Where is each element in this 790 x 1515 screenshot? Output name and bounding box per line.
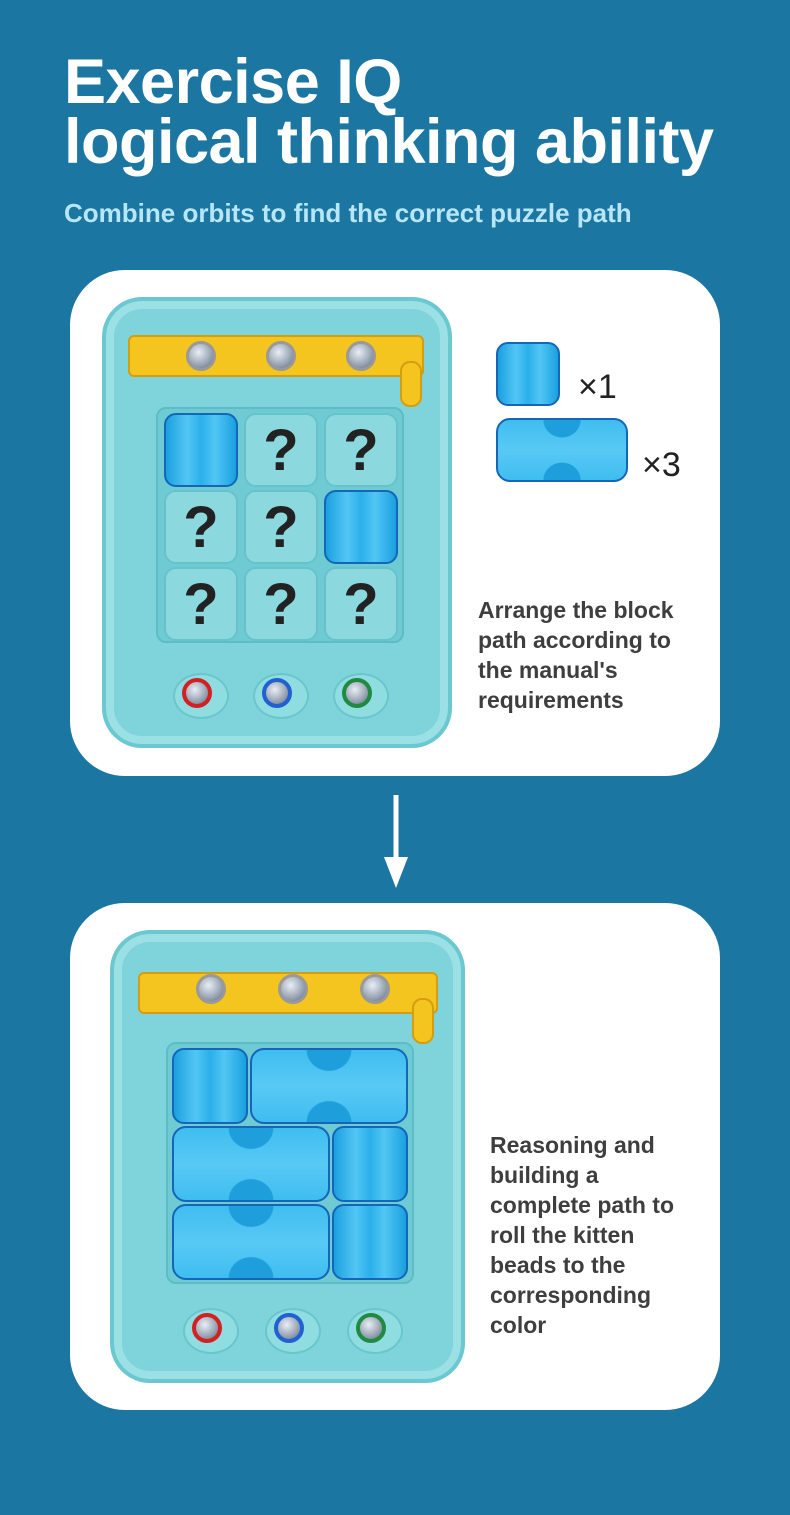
goal-bead: [192, 1313, 222, 1343]
puzzle-grid: ???????: [156, 407, 404, 643]
rail-end: [412, 998, 434, 1044]
legend-straight-block-icon: [496, 342, 560, 406]
puzzle-board: ???????: [102, 297, 452, 748]
cross-block[interactable]: [172, 1204, 330, 1280]
question-cell[interactable]: ?: [244, 413, 318, 487]
question-cell[interactable]: ?: [244, 567, 318, 641]
straight-block[interactable]: [172, 1048, 248, 1124]
cross-block[interactable]: [250, 1048, 408, 1124]
arrow-down-icon: [384, 795, 408, 888]
title-line-1: Exercise IQ: [64, 47, 402, 117]
goal-bead: [274, 1313, 304, 1343]
puzzle-grid: [166, 1042, 414, 1284]
kitten-bead: [196, 974, 226, 1004]
kitten-bead: [346, 341, 376, 371]
question-cell[interactable]: ?: [324, 567, 398, 641]
legend-count: ×3: [642, 446, 681, 484]
cross-block[interactable]: [172, 1126, 330, 1202]
goal-bead: [262, 678, 292, 708]
goal-bead: [342, 678, 372, 708]
kitten-bead: [360, 974, 390, 1004]
goal-bead: [182, 678, 212, 708]
legend-cross-block-icon: [496, 418, 628, 482]
rail-end: [400, 361, 422, 407]
straight-block[interactable]: [332, 1204, 408, 1280]
question-cell[interactable]: ?: [244, 490, 318, 564]
straight-block[interactable]: [164, 413, 238, 487]
straight-block[interactable]: [324, 490, 398, 564]
subtitle: Combine orbits to find the correct puzzl…: [64, 198, 632, 228]
title-line-2: logical thinking ability: [64, 107, 714, 177]
straight-block[interactable]: [332, 1126, 408, 1202]
page-title: Exercise IQ logical thinking ability: [64, 47, 714, 177]
kitten-bead: [266, 341, 296, 371]
legend-count: ×1: [578, 368, 617, 406]
kitten-bead: [186, 341, 216, 371]
goal-bead: [356, 1313, 386, 1343]
kitten-bead: [278, 974, 308, 1004]
question-cell[interactable]: ?: [164, 567, 238, 641]
question-cell[interactable]: ?: [164, 490, 238, 564]
question-cell[interactable]: ?: [324, 413, 398, 487]
solved-puzzle-board: [110, 930, 465, 1383]
